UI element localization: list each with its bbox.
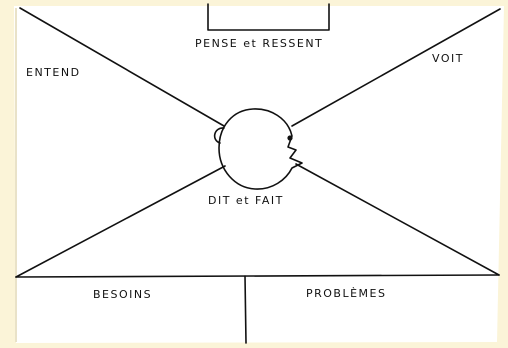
paper-sheet — [14, 6, 504, 343]
eye-icon — [288, 136, 292, 140]
label-problems: PROBLÈMES — [306, 287, 386, 300]
label-says-does: DIT et FAIT — [208, 194, 284, 207]
label-thinks-feels: PENSE et RESSENT — [195, 37, 323, 50]
label-needs: BESOINS — [93, 288, 152, 301]
bottom-center-divider — [245, 276, 246, 343]
label-hears: ENTEND — [26, 66, 81, 79]
label-sees: VOIT — [432, 52, 464, 65]
